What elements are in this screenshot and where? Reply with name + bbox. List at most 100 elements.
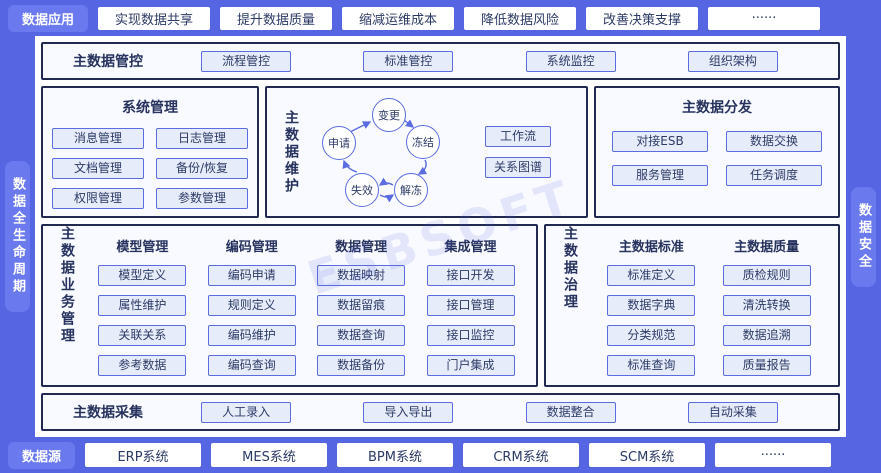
business-groups: 模型管理 模型定义 属性维护 关联关系 参考数据 编码管理 编码申请 规则定义 … [77, 226, 536, 385]
distribution-item: 服务管理 [612, 165, 708, 186]
governance-item: 清洗转换 [722, 294, 811, 316]
panel-system-management: 系统管理 消息管理 日志管理 文档管理 备份/恢复 权限管理 参数管理 [41, 86, 259, 218]
left-bar-label: 数据全生命周期 [5, 161, 30, 312]
system-item: 权限管理 [52, 188, 144, 209]
datasource-item-erp: ERP系统 [85, 443, 202, 467]
group-data-quality: 主数据质量 质检规则 清洗转换 数据追溯 质量报告 [722, 236, 811, 376]
business-item: 模型定义 [98, 264, 187, 286]
section-collection-items: 人工录入 导入导出 数据整合 自动采集 [165, 401, 814, 423]
panel-business-management: 主数据业务管理 模型管理 模型定义 属性维护 关联关系 参考数据 编码管理 编码… [41, 224, 538, 387]
group-model-management: 模型管理 模型定义 属性维护 关联关系 参考数据 [98, 236, 187, 376]
business-item: 属性维护 [98, 294, 187, 316]
control-item: 组织架构 [687, 50, 778, 72]
maintenance-item-workflow: 工作流 [485, 126, 552, 147]
business-item: 规则定义 [207, 294, 296, 316]
collection-item: 自动采集 [687, 401, 778, 423]
business-item: 关联关系 [98, 324, 187, 346]
governance-item: 质检规则 [722, 264, 811, 286]
top-bar: 数据应用 实现数据共享 提升数据质量 缩减运维成本 降低数据风险 改善决策支撑 … [0, 0, 881, 36]
control-item: 标准管控 [363, 50, 454, 72]
datasource-item-bpm: BPM系统 [337, 443, 454, 467]
business-item: 编码申请 [207, 264, 296, 286]
control-item: 系统监控 [525, 50, 616, 72]
panel-distribution: 主数据分发 对接ESB 数据交换 服务管理 任务调度 [594, 86, 840, 218]
collection-item: 数据整合 [525, 401, 616, 423]
cycle-node-expire: 失效 [345, 173, 379, 207]
group-title: 模型管理 [116, 239, 169, 255]
system-items: 消息管理 日志管理 文档管理 备份/恢复 权限管理 参数管理 [43, 128, 257, 209]
section-collection: 主数据采集 人工录入 导入导出 数据整合 自动采集 [41, 393, 840, 431]
top-app-item-more: ······ [708, 6, 821, 30]
control-item: 流程管控 [201, 50, 292, 72]
top-bar-label: 数据应用 [8, 4, 89, 32]
system-item: 文档管理 [52, 158, 144, 179]
group-title: 编码管理 [225, 239, 278, 255]
cycle-node-apply: 申请 [322, 126, 356, 160]
distribution-item: 数据交换 [726, 131, 822, 152]
group-title: 集成管理 [444, 239, 497, 255]
business-item: 数据备份 [317, 354, 406, 376]
panel-maintenance: 主数据维护 [265, 86, 588, 218]
governance-item: 分类规范 [607, 324, 696, 346]
governance-item: 质量报告 [722, 354, 811, 376]
cycle-arrows-icon [342, 119, 428, 203]
right-bar-label: 数据安全 [851, 186, 876, 287]
system-item: 消息管理 [52, 128, 144, 149]
group-data-management: 数据管理 数据映射 数据留痕 数据查询 数据备份 [317, 236, 406, 376]
section-control: 主数据管控 流程管控 标准管控 系统监控 组织架构 [41, 42, 840, 80]
left-bar: 数据全生命周期 [0, 36, 35, 437]
top-app-item-1: 实现数据共享 [98, 6, 211, 30]
business-item: 编码查询 [207, 354, 296, 376]
panel-governance-title: 主数据治理 [562, 226, 578, 311]
section-collection-title: 主数据采集 [73, 405, 143, 421]
governance-item: 数据追溯 [722, 324, 811, 346]
section-control-items: 流程管控 标准管控 系统监控 组织架构 [165, 50, 814, 72]
maintenance-side-items: 工作流 关系图谱 [485, 126, 552, 178]
business-item: 数据查询 [317, 324, 406, 346]
datasource-item-scm: SCM系统 [589, 443, 706, 467]
group-title: 主数据标准 [618, 239, 684, 255]
collection-item: 人工录入 [201, 401, 292, 423]
maintenance-item-relation-graph: 关系图谱 [485, 157, 552, 178]
business-item: 接口监控 [426, 324, 515, 346]
distribution-items: 对接ESB 数据交换 服务管理 任务调度 [596, 131, 838, 186]
row-lower: 主数据业务管理 模型管理 模型定义 属性维护 关联关系 参考数据 编码管理 编码… [41, 224, 840, 387]
datasource-item-more: ······ [715, 443, 832, 467]
panel-governance: 主数据治理 主数据标准 标准定义 数据字典 分类规范 标准查询 主数据质量 质检… [544, 224, 840, 387]
right-bar: 数据安全 [846, 36, 881, 437]
group-integration-management: 集成管理 接口开发 接口管理 接口监控 门户集成 [426, 236, 515, 376]
bottom-bar-label: 数据源 [8, 441, 76, 469]
row-middle: 系统管理 消息管理 日志管理 文档管理 备份/恢复 权限管理 参数管理 主数据维… [41, 86, 840, 218]
cycle-node-freeze: 冻结 [406, 125, 440, 159]
middle-region: 数据全生命周期 ESBSOFT 主数据管控 流程管控 标准管控 系统监控 组织架… [0, 36, 881, 437]
system-item: 日志管理 [156, 128, 248, 149]
panel-system-title: 系统管理 [122, 100, 178, 116]
distribution-item: 对接ESB [612, 131, 708, 152]
group-code-management: 编码管理 编码申请 规则定义 编码维护 编码查询 [207, 236, 296, 376]
business-item: 接口开发 [426, 264, 515, 286]
lifecycle-diagram: 变更 冻结 申请 解冻 失效 [317, 95, 457, 209]
cycle-node-change: 变更 [372, 98, 406, 132]
business-item: 编码维护 [207, 324, 296, 346]
governance-groups: 主数据标准 标准定义 数据字典 分类规范 标准查询 主数据质量 质检规则 清洗转… [580, 226, 838, 385]
system-item: 参数管理 [156, 188, 248, 209]
business-item: 门户集成 [426, 354, 515, 376]
section-control-title: 主数据管控 [73, 54, 143, 70]
governance-item: 数据字典 [607, 294, 696, 316]
main-area: ESBSOFT 主数据管控 流程管控 标准管控 系统监控 组织架构 系统管理 消… [35, 36, 846, 437]
panel-business-title: 主数据业务管理 [59, 226, 75, 345]
business-item: 接口管理 [426, 294, 515, 316]
top-app-item-2: 提升数据质量 [220, 6, 333, 30]
collection-item: 导入导出 [363, 401, 454, 423]
distribution-item: 任务调度 [726, 165, 822, 186]
system-item: 备份/恢复 [156, 158, 248, 179]
business-item: 数据留痕 [317, 294, 406, 316]
panel-distribution-title: 主数据分发 [682, 100, 752, 116]
group-data-standard: 主数据标准 标准定义 数据字典 分类规范 标准查询 [607, 236, 696, 376]
group-title: 主数据质量 [734, 239, 800, 255]
business-item: 数据映射 [317, 264, 406, 286]
datasource-item-crm: CRM系统 [463, 443, 580, 467]
group-title: 数据管理 [335, 239, 388, 255]
business-item: 参考数据 [98, 354, 187, 376]
